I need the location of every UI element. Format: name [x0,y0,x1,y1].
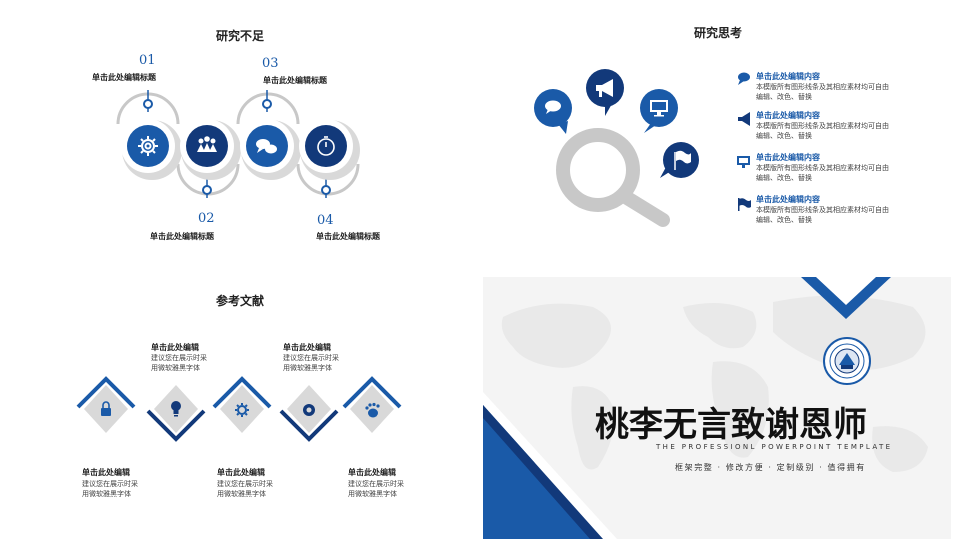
step-label-1[interactable]: 单击此处编辑标题 [92,73,156,82]
magnifier-graphic [534,69,751,227]
slide-research-thinking: 研究思考 [480,0,960,274]
step-number-2: 02 [198,211,215,226]
thanks-tagline: 框架完整 · 修改方便 · 定制级别 · 值得拥有 [675,463,866,472]
magnifier-icon [556,128,670,227]
item-text-3: 本模版所有图形线条及其相应素材均可自由编辑、改色、替换 [756,164,889,182]
stopwatch-icon [317,136,335,156]
chat-icon [738,72,750,85]
item-text-4: 本模版所有图形线条及其相应素材均可自由编辑、改色、替换 [756,206,889,224]
slide-references: 参考文献 单击此处编辑 建议您在展示时采用微软雅黑字体 单击此处编辑 建议您在展… [0,274,480,548]
item-text-1: 本模版所有图形线条及其相应素材均可自由编辑、改色、替换 [756,83,889,101]
item-text-2: 本模版所有图形线条及其相应素材均可自由编辑、改色、替换 [756,122,889,140]
step-label-2[interactable]: 单击此处编辑标题 [150,232,214,241]
slide-thanks: 桃李无言致谢恩师 THE PROFESSIONL POWERPOINT TEMP… [483,277,951,539]
top-text-1: 建议您在展示时采用微软雅黑字体 [151,354,207,372]
thanks-subtitle: THE PROFESSIONL POWERPOINT TEMPLATE [656,443,893,451]
people-icon [197,136,217,152]
timeline-graphic [116,90,360,198]
slide-research-gaps: 研究不足 [0,0,480,274]
step-label-4[interactable]: 单击此处编辑标题 [316,232,380,241]
lock-icon [101,401,111,416]
item-heading-4[interactable]: 单击此处编辑内容 [756,195,820,204]
flag-bubble [660,142,699,178]
step-circle-1 [121,119,182,180]
diamond-5 [342,376,402,433]
monitor-bubble [640,89,678,133]
thanks-title: 桃李无言致谢恩师 [595,405,867,445]
slide-title: 研究不足 [215,29,264,43]
bottom-text-3: 建议您在展示时采用微软雅黑字体 [348,480,404,498]
cog-icon [235,403,249,417]
hand-icon [365,402,380,418]
chat-icon [256,139,277,154]
megaphone-icon [738,112,750,126]
step-number-3: 03 [262,56,279,71]
target-icon [303,404,315,416]
decorative-stripes [483,277,891,539]
diamond-3 [212,376,272,433]
top-heading-2[interactable]: 单击此处编辑 [283,343,331,352]
diamond-row [76,376,402,442]
bottom-text-2: 建议您在展示时采用微软雅黑字体 [217,480,273,498]
bottom-heading-2[interactable]: 单击此处编辑 [217,468,265,477]
chat-bubble [534,89,572,134]
diamond-1 [76,376,136,433]
top-text-2: 建议您在展示时采用微软雅黑字体 [283,354,339,372]
item-heading-2[interactable]: 单击此处编辑内容 [756,111,820,120]
slide-title: 研究思考 [693,26,742,40]
megaphone-bubble [586,69,624,116]
bulb-icon [171,401,181,417]
bottom-heading-3[interactable]: 单击此处编辑 [348,468,396,477]
flag-icon [738,198,751,211]
bottom-heading-1[interactable]: 单击此处编辑 [82,468,130,477]
slide-title: 参考文献 [215,294,264,308]
university-seal [823,337,871,385]
top-heading-1[interactable]: 单击此处编辑 [151,343,199,352]
step-label-3[interactable]: 单击此处编辑标题 [263,76,327,85]
world-map-background [501,295,928,472]
monitor-icon [737,156,750,168]
step-number-4: 04 [317,213,334,228]
step-number-1: 01 [139,53,156,68]
step-circle-4 [299,119,360,180]
bottom-text-1: 建议您在展示时采用微软雅黑字体 [82,480,138,498]
item-heading-3[interactable]: 单击此处编辑内容 [756,153,820,162]
gear-icon [138,136,158,156]
item-heading-1[interactable]: 单击此处编辑内容 [756,72,820,81]
